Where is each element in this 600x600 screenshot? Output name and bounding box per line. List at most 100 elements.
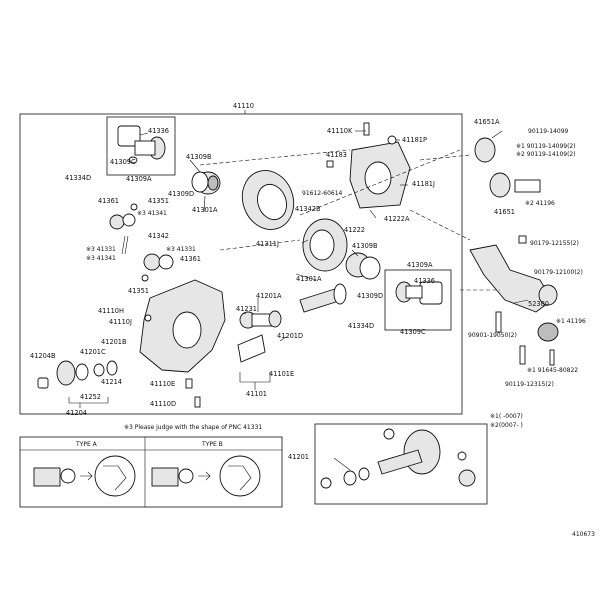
- label-41351-b[interactable]: 41351: [128, 287, 149, 295]
- bearing-subbox-right: [384, 269, 452, 331]
- bolt-41110e[interactable]: [185, 378, 193, 389]
- rear-cover-part[interactable]: [349, 141, 411, 209]
- label-41342[interactable]: 41342: [148, 232, 169, 240]
- cushion-52380[interactable]: [537, 284, 559, 342]
- bolt-right-column[interactable]: [495, 235, 555, 366]
- label-41110d[interactable]: 41110D: [150, 400, 176, 408]
- label-41252[interactable]: 41252: [80, 393, 101, 401]
- label-41201a[interactable]: 41201A: [256, 292, 282, 300]
- label-41181j[interactable]: 41181J: [412, 180, 435, 188]
- bolt-41181p[interactable]: [387, 135, 397, 145]
- label-90119-12315[interactable]: 90119-12315(2): [505, 381, 554, 388]
- bearing-subbox-left: [106, 116, 176, 176]
- spacer-part[interactable]: [239, 310, 282, 329]
- label-41201b[interactable]: 41201B: [101, 338, 127, 346]
- label-41361-a[interactable]: 41361: [98, 197, 119, 205]
- label-90179-12100[interactable]: 90179-12100(2): [534, 269, 583, 276]
- carrier-housing-part[interactable]: [139, 279, 226, 373]
- label-41334d[interactable]: 41334D: [65, 174, 91, 182]
- label-41331-b[interactable]: ※3 41331: [166, 246, 196, 253]
- label-90119-14099-2[interactable]: ※1 90119-14099(2): [516, 143, 576, 150]
- label-90179-12155[interactable]: 90179-12155(2): [530, 240, 579, 247]
- label-41204[interactable]: 41204: [66, 409, 87, 417]
- label-41222[interactable]: 41222: [344, 226, 365, 234]
- label-91612-60614[interactable]: 91612-60614: [302, 190, 343, 197]
- label-41309a-2[interactable]: 41309A: [407, 261, 433, 269]
- label-41351-a[interactable]: 41351: [148, 197, 169, 205]
- main-assembly-frame: [19, 113, 463, 415]
- label-41331-a[interactable]: ※3 41331: [86, 246, 116, 253]
- nut-41204b[interactable]: [37, 377, 49, 389]
- label-41311j[interactable]: 41311J: [256, 240, 279, 248]
- pinion-shaft-part[interactable]: [121, 235, 129, 255]
- bushing-41651a[interactable]: [474, 137, 496, 163]
- flange-left-part[interactable]: [117, 125, 166, 164]
- companion-flange-part[interactable]: [56, 360, 118, 386]
- label-90119-14099[interactable]: 90119-14099: [528, 128, 569, 135]
- ring-gear-part[interactable]: [234, 163, 302, 236]
- pinion-subassembly-parts[interactable]: [320, 428, 476, 489]
- label-90119-14109-2[interactable]: ※2 90119-14109(2): [516, 151, 576, 158]
- label-52380[interactable]: 52380: [528, 300, 549, 308]
- diff-case-part[interactable]: [302, 218, 348, 272]
- label-41301a[interactable]: 41301A: [192, 206, 218, 214]
- label-41201d[interactable]: 41201D: [277, 332, 303, 340]
- label-41336-a[interactable]: 41336: [148, 127, 169, 135]
- label-41651a[interactable]: 41651A: [474, 118, 500, 126]
- label-41196-a[interactable]: ※2 41196: [525, 200, 555, 207]
- bolt-41110k[interactable]: [363, 122, 370, 136]
- note-judge: ※3 Please judge with the shape of PNC 41…: [124, 424, 262, 431]
- label-41309d-2[interactable]: 41309D: [357, 292, 383, 300]
- label-41110e[interactable]: 41110E: [150, 380, 175, 388]
- label-41341-a[interactable]: ※3 41341: [137, 210, 167, 217]
- label-41309d[interactable]: 41309D: [168, 190, 194, 198]
- label-91645-80822[interactable]: ※1 91645-80822: [527, 367, 578, 374]
- flange-right-part[interactable]: [395, 281, 443, 305]
- side-gear-lower[interactable]: [141, 253, 174, 282]
- label-41309b[interactable]: 41309B: [186, 153, 212, 161]
- label-41341-b[interactable]: ※3 41341: [86, 255, 116, 262]
- label-41222a[interactable]: 41222A: [384, 215, 410, 223]
- type-a-illustration: [33, 455, 136, 497]
- label-41201c[interactable]: 41201C: [80, 348, 106, 356]
- bearing-left-part[interactable]: [191, 171, 221, 195]
- label-41196-b[interactable]: ※1 41196: [556, 318, 586, 325]
- label-41231[interactable]: 41231: [236, 305, 257, 313]
- label-41101e[interactable]: 41101E: [269, 370, 294, 378]
- drive-pinion-part[interactable]: [299, 283, 347, 313]
- label-41183[interactable]: 41183: [326, 151, 347, 159]
- bolt-41110d[interactable]: [194, 396, 201, 408]
- plug-41183[interactable]: [326, 160, 334, 168]
- label-90901-19050[interactable]: 90901-19050(2): [468, 332, 517, 339]
- label-41204b[interactable]: 41204B: [30, 352, 56, 360]
- bearing-right-part[interactable]: [345, 252, 381, 280]
- label-41301a-2[interactable]: 41301A: [296, 275, 322, 283]
- label-41361-b[interactable]: 41361: [180, 255, 201, 263]
- legend-1: ※1( -0007): [490, 413, 523, 420]
- label-41201[interactable]: 41201: [288, 453, 309, 461]
- type-b-illustration: [151, 455, 261, 497]
- label-41110h[interactable]: 41110H: [98, 307, 124, 315]
- label-41651[interactable]: 41651: [494, 208, 515, 216]
- label-41309c-a[interactable]: 41309C: [110, 158, 136, 166]
- type-a-heading: TYPE A: [75, 441, 98, 448]
- main-assembly-label[interactable]: 41110: [233, 102, 254, 110]
- bushing-41651[interactable]: [489, 172, 541, 198]
- label-41334d-2[interactable]: 41334D: [348, 322, 374, 330]
- legend-2: ※2(0007- ): [490, 422, 523, 429]
- label-41110k[interactable]: 41110K: [327, 127, 353, 135]
- label-41214[interactable]: 41214: [101, 378, 122, 386]
- diagram-id: 410673: [572, 531, 595, 538]
- label-41336-b[interactable]: 41336: [414, 277, 435, 285]
- side-gear-upper[interactable]: [109, 203, 138, 230]
- label-41309b-2[interactable]: 41309B: [352, 242, 378, 250]
- bearing-cup-part[interactable]: [237, 334, 266, 363]
- label-41309c-2[interactable]: 41309C: [400, 328, 426, 336]
- label-41309a[interactable]: 41309A: [126, 175, 152, 183]
- type-legend-box: [19, 436, 283, 508]
- label-41101[interactable]: 41101: [246, 390, 267, 398]
- label-41110j[interactable]: 41110J: [109, 318, 132, 326]
- label-41181p[interactable]: 41181P: [402, 136, 427, 144]
- label-41342b[interactable]: 41342B: [295, 205, 321, 213]
